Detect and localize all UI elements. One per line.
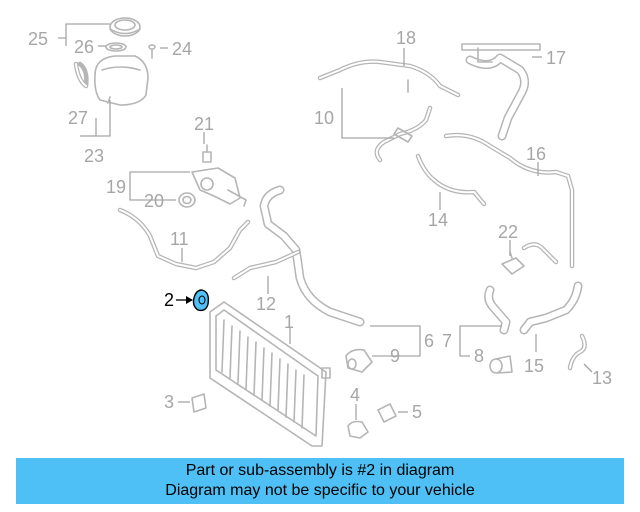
callout-3: 3 <box>164 392 174 412</box>
callout-18: 18 <box>396 28 416 48</box>
callout-1: 1 <box>284 312 294 332</box>
upper-hose-part <box>317 59 461 98</box>
radiator-part <box>209 301 331 447</box>
callout-12: 12 <box>256 294 276 314</box>
bracket-part <box>191 393 207 413</box>
callout-6: 6 <box>424 331 434 351</box>
coolant-flange-part <box>191 167 247 207</box>
pipe-bracket-part <box>461 43 541 141</box>
callout-22: 22 <box>498 222 518 242</box>
temp-sensor-part <box>202 144 212 163</box>
coolant-pipe-part <box>117 207 251 271</box>
callout-26: 26 <box>74 37 94 57</box>
reservoir-cap-part <box>109 17 141 37</box>
leader-lines <box>58 23 593 420</box>
callout-20: 20 <box>144 191 164 211</box>
info-banner: Part or sub-assembly is #2 in diagram Di… <box>16 458 624 504</box>
callout-8: 8 <box>474 346 484 366</box>
callout-13: 13 <box>592 368 612 388</box>
lower-hose-part <box>484 285 511 335</box>
callout-11: 11 <box>170 229 189 249</box>
callout-21: 21 <box>194 114 214 134</box>
callout-14: 14 <box>428 210 448 230</box>
callout-numbers: 25 26 24 27 23 18 17 10 21 19 20 16 14 1… <box>28 28 612 422</box>
small-hose-part <box>73 61 89 89</box>
hose-assembly-part <box>374 105 433 163</box>
callout-5: 5 <box>412 402 422 422</box>
callout-24: 24 <box>172 39 192 59</box>
screw-part <box>148 44 156 59</box>
banner-line-1: Part or sub-assembly is #2 in diagram <box>185 462 455 479</box>
callout-9: 9 <box>390 346 400 366</box>
short-hose-part <box>567 333 587 371</box>
banner-line-2: Diagram may not be specific to your vehi… <box>165 482 475 499</box>
bypass-hose-part <box>519 281 583 335</box>
gasket-part <box>178 192 196 208</box>
callout-10: 10 <box>314 108 334 128</box>
callout-23: 23 <box>84 146 104 166</box>
callout-17: 17 <box>546 48 566 68</box>
drain-plug-part <box>192 289 210 312</box>
callout-19: 19 <box>106 177 126 197</box>
expansion-tank-part <box>94 55 149 106</box>
parts-diagram: 25 26 24 27 23 18 17 10 21 19 20 16 14 1… <box>28 17 612 447</box>
drain-valve-part <box>347 420 369 439</box>
callout-7: 7 <box>442 331 452 351</box>
callout-27: 27 <box>68 108 88 128</box>
callout-16: 16 <box>526 144 546 164</box>
coupling-part <box>489 355 513 374</box>
large-hose-part <box>231 185 365 327</box>
callout-2: 2 <box>164 290 174 310</box>
sensor-plug-part <box>377 403 397 423</box>
long-hose-part <box>443 132 575 269</box>
cap-seal-part <box>105 42 127 52</box>
fitting-part <box>345 348 373 373</box>
callout-4: 4 <box>350 385 360 405</box>
callout-25: 25 <box>28 29 48 49</box>
callout-15: 15 <box>524 356 544 376</box>
return-hose-part <box>415 153 487 207</box>
connector-part <box>501 242 559 275</box>
